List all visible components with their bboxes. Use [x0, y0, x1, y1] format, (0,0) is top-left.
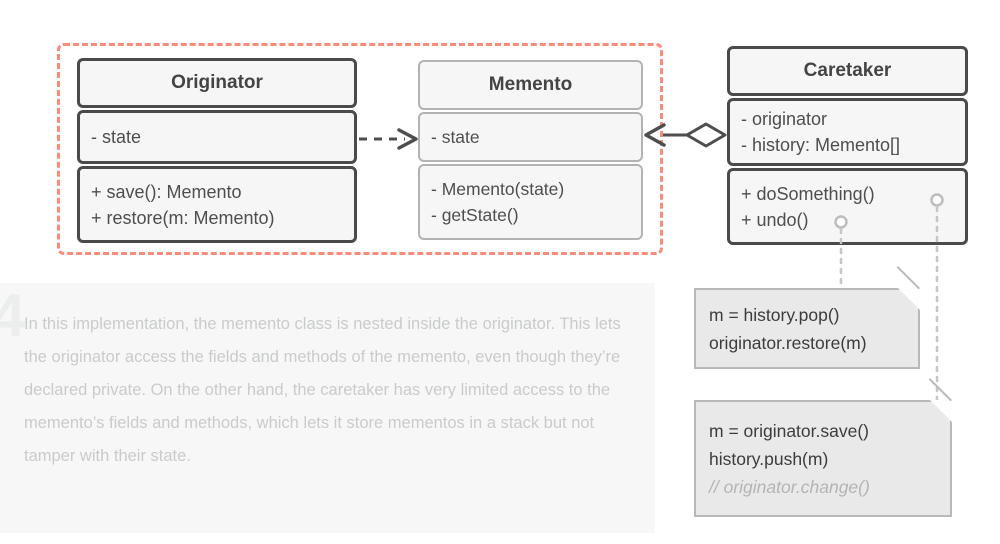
memento-method-getstate: - getState() [431, 205, 519, 225]
originator-methods: + save(): Memento + restore(m: Memento) [77, 166, 357, 243]
note-fold-corner-icon [896, 266, 920, 310]
memento-header: Memento [418, 60, 643, 110]
memento-methods: - Memento(state) - getState() [418, 164, 643, 240]
note-dosomething-line-1: m = originator.save() [709, 420, 869, 441]
note-undo[interactable]: m = history.pop() originator.restore(m) [694, 266, 920, 369]
note-dosomething-line-3: // originator.change() [709, 476, 870, 497]
originator-header: Originator [77, 58, 357, 108]
caretaker-attribute-originator: - originator [741, 109, 828, 129]
memento-attributes: - state [418, 112, 643, 162]
originator-title: Originator [171, 72, 263, 93]
caretaker-title: Caretaker [803, 60, 892, 81]
originator-attributes: - state [77, 110, 357, 164]
caretaker-methods: + doSomething() + undo() [727, 168, 968, 245]
originator-attribute: - state [91, 127, 142, 147]
caption-background-band [0, 283, 655, 533]
originator-method-save: + save(): Memento [91, 181, 242, 202]
note-undo-line-2: originator.restore(m) [709, 332, 867, 353]
note-dosomething-line-2: history.push(m) [709, 448, 829, 469]
note-dosomething[interactable]: m = originator.save() history.push(m) //… [694, 378, 952, 517]
caretaker-header: Caretaker [727, 46, 968, 96]
caretaker-method-dosomething: + doSomething() [741, 183, 875, 204]
caretaker-attributes: - originator - history: Memento[] [727, 98, 968, 166]
note-undo-line-1: m = history.pop() [709, 304, 840, 325]
memento-title: Memento [488, 74, 573, 95]
memento-attribute: - state [431, 127, 480, 147]
memento-method-ctor: - Memento(state) [431, 179, 565, 199]
caption-paragraph: In this implementation, the memento clas… [24, 315, 621, 465]
aggregation-diamond [685, 122, 727, 148]
caretaker-attribute-history: - history: Memento[] [741, 135, 901, 155]
caption-number: 4 [0, 282, 25, 349]
group-highlight-rect [57, 43, 663, 255]
note-fold-corner-icon [928, 378, 952, 422]
caretaker-method-undo: + undo() [741, 209, 809, 230]
originator-method-restore: + restore(m: Memento) [91, 207, 275, 228]
